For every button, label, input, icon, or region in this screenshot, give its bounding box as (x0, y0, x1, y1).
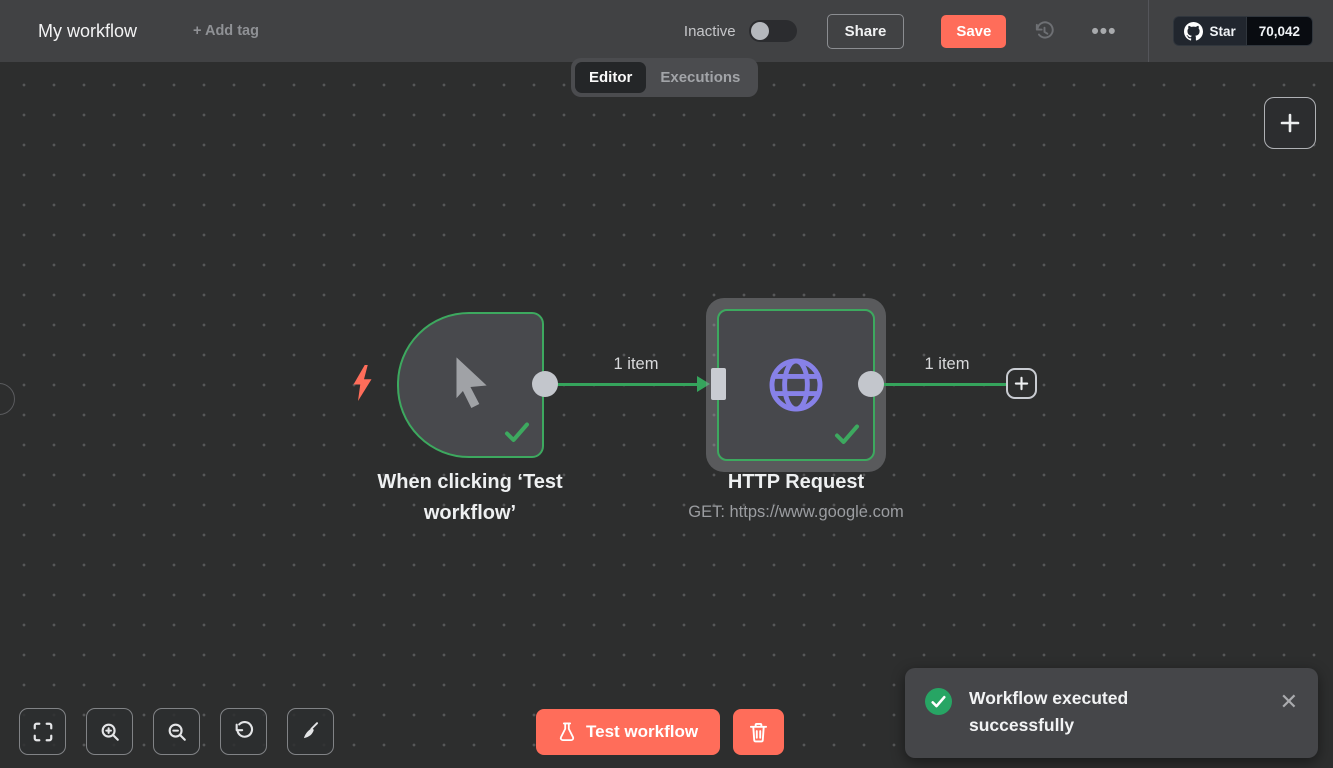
http-output-port[interactable] (858, 371, 884, 397)
canvas-controls (19, 708, 334, 755)
node-subtitle: GET: https://www.google.com (688, 503, 904, 521)
trigger-bolt-icon (349, 363, 376, 408)
sidebar-collapse-handle[interactable] (0, 383, 15, 415)
more-options-button[interactable]: ••• (1091, 19, 1117, 43)
plus-icon (1280, 113, 1300, 133)
node-title: When clicking ‘Test workflow’ (377, 471, 563, 524)
toast-success-icon (925, 688, 952, 715)
history-icon (1035, 20, 1054, 39)
connection-items-label: 1 item (613, 355, 659, 373)
top-bar: My workflow + Add tag Inactive Share Sav… (0, 0, 1333, 62)
reset-zoom-button[interactable] (220, 708, 267, 755)
zoom-out-button[interactable] (153, 708, 200, 755)
test-workflow-label: Test workflow (586, 722, 699, 741)
workflow-title[interactable]: My workflow (38, 20, 138, 41)
broom-icon (303, 722, 319, 739)
zoom-in-button[interactable] (86, 708, 133, 755)
flask-icon (559, 722, 575, 741)
tidy-up-button[interactable] (287, 708, 334, 755)
trigger-output-port[interactable] (532, 371, 558, 397)
fit-view-icon (33, 722, 52, 741)
node-title: HTTP Request (727, 471, 865, 493)
delete-workflow-button[interactable] (733, 709, 785, 755)
undo-icon (235, 720, 253, 738)
connection-add-node-button[interactable] (1006, 368, 1037, 399)
tab-executions[interactable]: Executions (660, 69, 741, 86)
connection-line[interactable] (882, 382, 1008, 386)
success-check-icon (834, 423, 860, 450)
tab-editor[interactable]: Editor (575, 62, 647, 93)
node-manual-trigger[interactable] (397, 312, 544, 458)
success-toast: Workflow executed successfully ✕ (905, 668, 1318, 758)
view-tabs: Editor Executions (571, 58, 759, 97)
success-check-icon (504, 421, 530, 448)
plus-icon (1014, 376, 1029, 391)
save-button[interactable]: Save (941, 14, 1007, 48)
connection-line[interactable] (556, 382, 702, 386)
toast-message: Workflow executed successfully (969, 688, 1129, 735)
trash-icon (750, 722, 768, 742)
active-toggle[interactable] (748, 20, 797, 42)
cursor-icon (445, 354, 499, 421)
close-icon[interactable]: ✕ (1279, 689, 1298, 714)
github-icon (1184, 21, 1204, 41)
header-divider (1148, 0, 1150, 62)
zoom-out-icon (168, 723, 186, 741)
github-star-widget[interactable]: Star 70,042 (1173, 16, 1313, 46)
connection-arrow-icon (697, 375, 710, 392)
node-http-request[interactable] (717, 309, 875, 461)
connection-items-label: 1 item (924, 355, 970, 373)
active-status-label: Inactive (683, 22, 736, 40)
toggle-knob (750, 22, 769, 40)
fit-view-button[interactable] (19, 708, 66, 755)
zoom-in-icon (101, 723, 119, 741)
test-workflow-button[interactable]: Test workflow (536, 709, 721, 755)
github-star-count: 70,042 (1245, 16, 1313, 46)
add-tag-button[interactable]: + Add tag (193, 23, 259, 39)
workflow-canvas[interactable]: 1 item 1 item When clicking ‘Test workfl… (0, 62, 1333, 768)
history-button[interactable] (1031, 18, 1057, 44)
share-button[interactable]: Share (826, 13, 905, 49)
globe-icon (765, 354, 827, 421)
header-actions: Inactive Share Save ••• Star 70,042 (684, 0, 1313, 62)
add-node-button[interactable] (1264, 97, 1316, 149)
run-bar: Test workflow (536, 709, 785, 755)
http-input-port[interactable] (711, 368, 726, 400)
github-star-label: Star (1209, 23, 1236, 39)
